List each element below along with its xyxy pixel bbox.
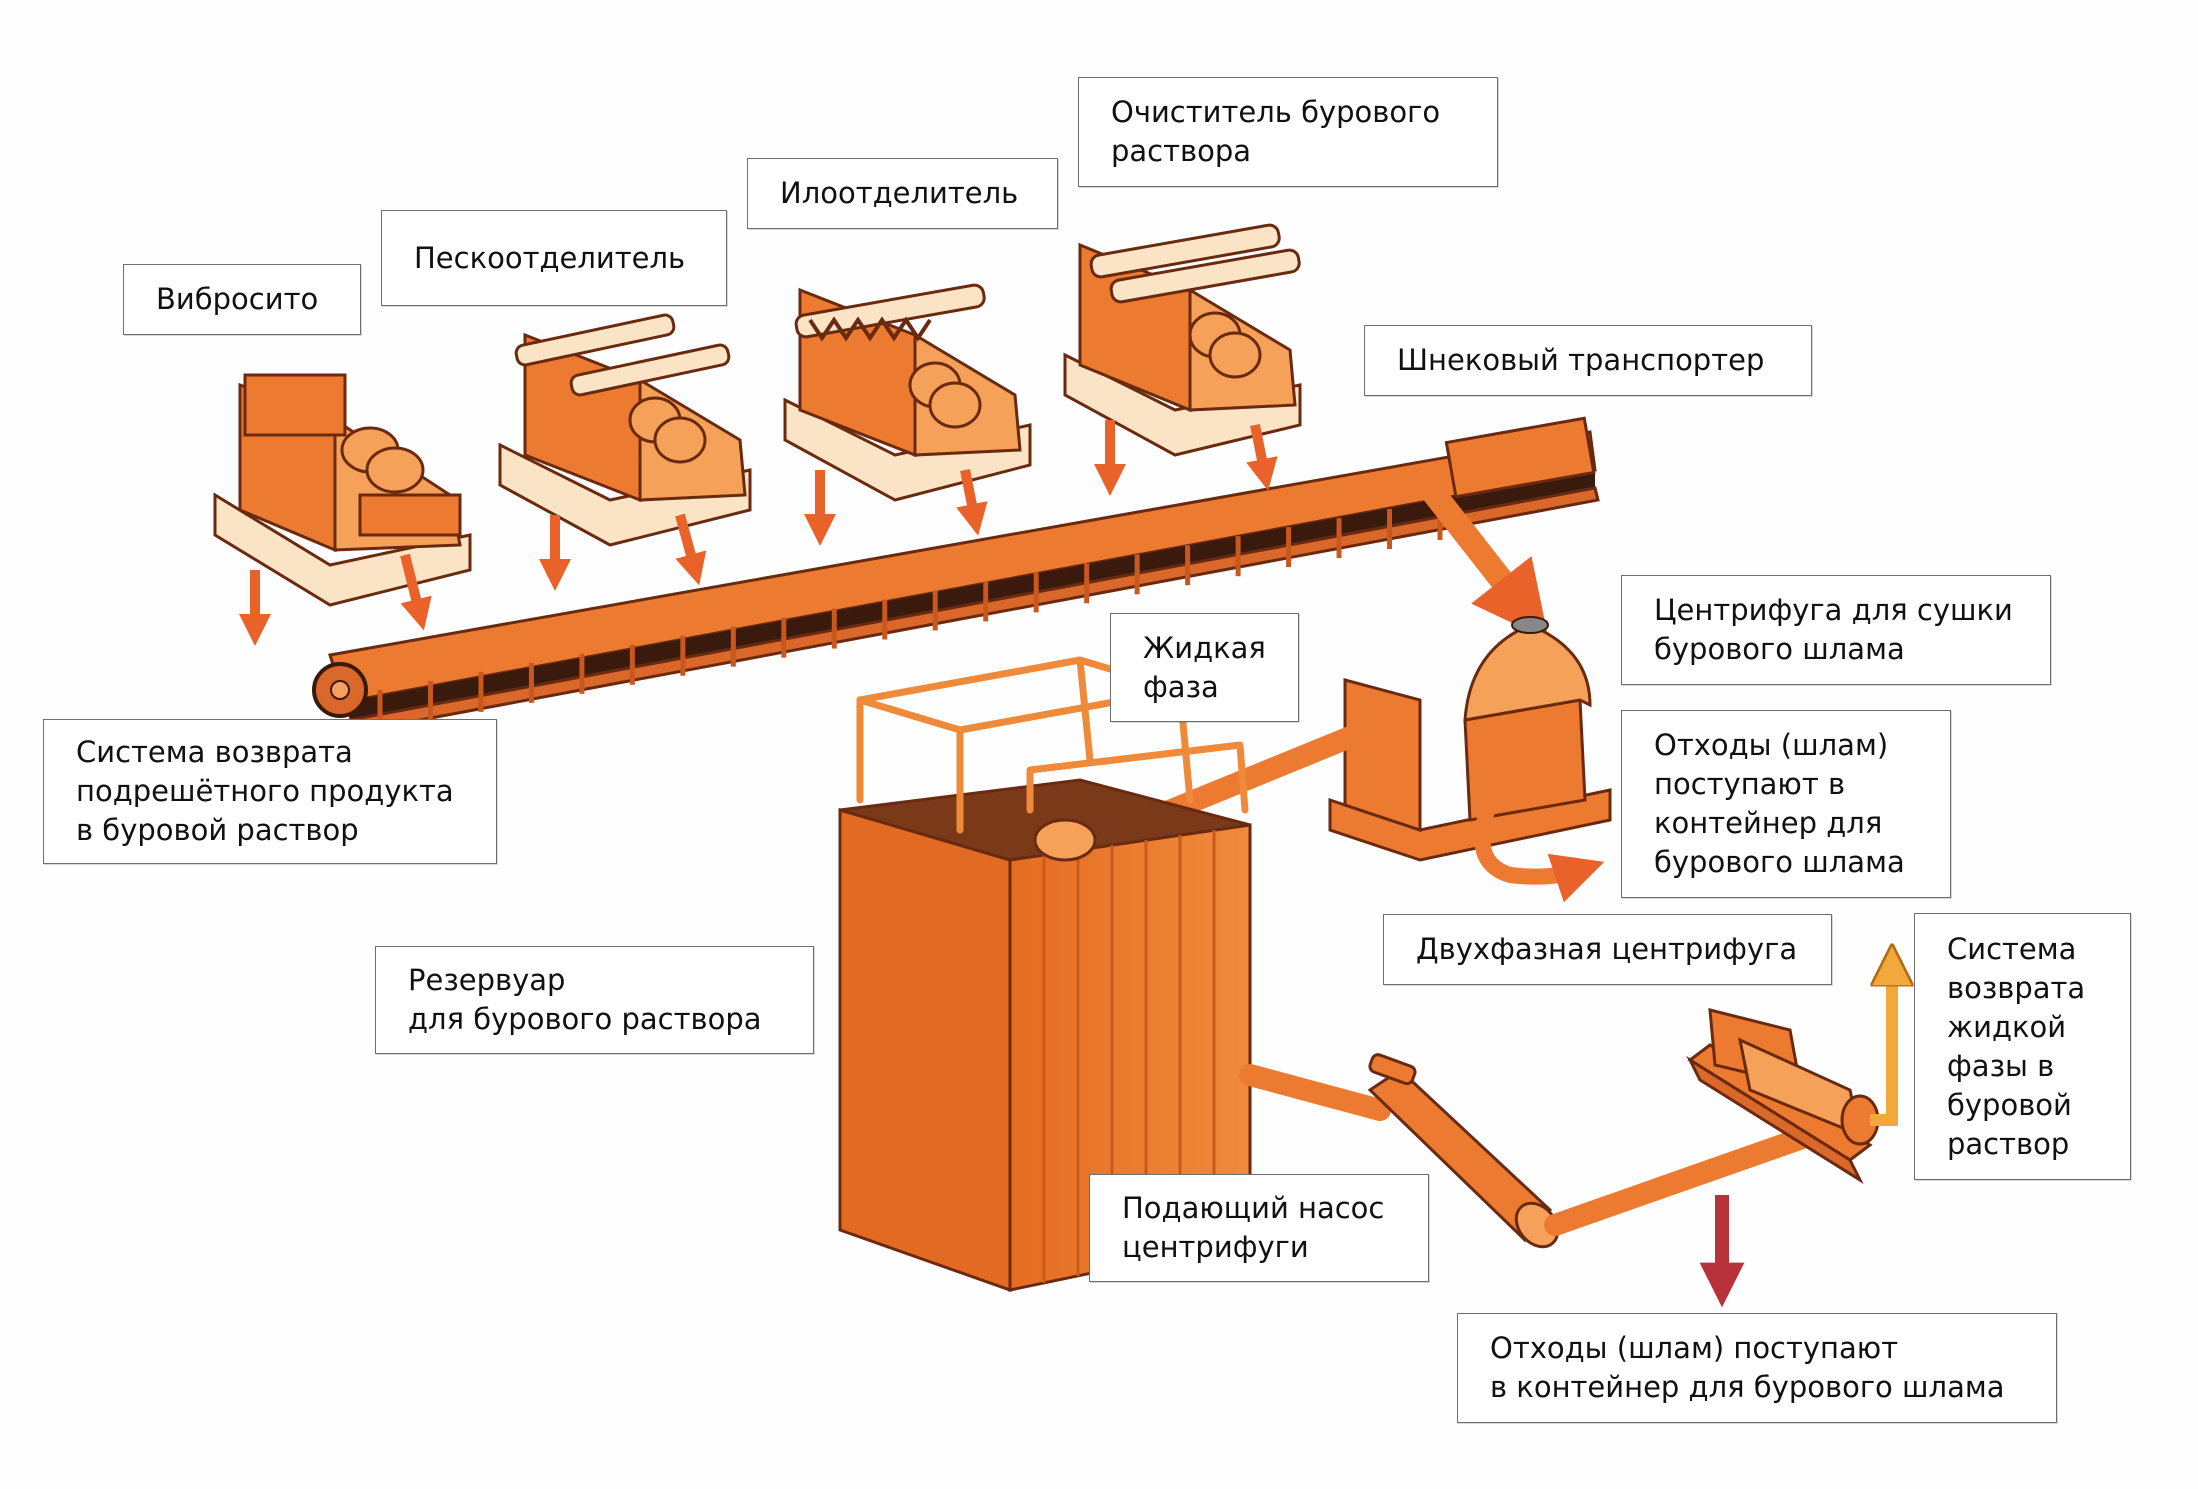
desander-graphic — [498, 313, 752, 547]
label-line: Жидкая — [1143, 630, 1266, 665]
label-line: возврата — [1947, 970, 2086, 1005]
label-line: Резервуар — [408, 963, 566, 997]
label-screw-conveyor: Шнековый транспортер — [1364, 325, 1812, 396]
label-line: Отходы (шлам) — [1654, 728, 1889, 762]
label-line: Шнековый транспортер — [1397, 343, 1765, 377]
label-underflow-return: Система возврата подрешётного продукта в б… — [43, 719, 497, 864]
label-line: поступают в — [1654, 767, 1846, 801]
label-line: Центрифуга для сушки — [1654, 593, 2013, 627]
arrow-cleaner-to-conveyor — [1246, 424, 1278, 491]
desilter-graphic — [783, 283, 1032, 502]
label-shale-shaker: Вибросито — [123, 264, 361, 335]
label-line: контейнер для — [1654, 806, 1883, 840]
label-cuttings-dryer: Центрифуга для сушки бурового шлама — [1621, 575, 2051, 685]
label-line: раствора — [1111, 134, 1252, 168]
shale-shaker-graphic — [213, 373, 472, 607]
label-line: в буровой раствор — [76, 813, 359, 847]
mud-cleaner-graphic — [1063, 223, 1302, 457]
label-line: буровой — [1947, 1087, 2072, 1122]
label-line: центрифуги — [1122, 1230, 1309, 1264]
label-line: Вибросито — [156, 282, 319, 316]
screw-conveyor-graphic — [312, 416, 1600, 734]
label-line: фазы в — [1947, 1048, 2055, 1083]
label-line: Система возврата — [76, 735, 353, 769]
separator-flow-arrows — [238, 420, 1278, 647]
feed-pump-graphic — [1239, 1053, 1836, 1249]
label-decanter: Двухфазная центрифуга — [1383, 914, 1832, 985]
arrow-desilter-to-conveyor — [956, 469, 988, 536]
arrow-liquid-return — [1870, 965, 1892, 1126]
label-dryer-waste: Отходы (шлам) поступают в контейнер для бур… — [1621, 710, 1951, 898]
decanter-graphic — [1686, 1008, 1880, 1185]
label-decanter-waste: Отходы (шлам) поступают в контейнер для б… — [1457, 1313, 2057, 1423]
label-line: бурового шлама — [1654, 632, 1905, 666]
label-desander: Пескоотделитель — [381, 210, 727, 306]
arrow-dryer-waste — [1474, 772, 1605, 903]
label-desilter: Илоотделитель — [747, 158, 1058, 229]
label-line: раствор — [1947, 1126, 2070, 1161]
label-line: Илоотделитель — [780, 176, 1019, 210]
cuttings-dryer-graphic — [1328, 616, 1612, 862]
label-line: бурового шлама — [1654, 845, 1905, 879]
label-line: Очиститель бурового — [1111, 95, 1441, 129]
arrow-desander-to-conveyor — [675, 513, 707, 586]
label-line: Подающий насос — [1122, 1191, 1385, 1225]
label-line: Отходы (шлам) поступают — [1490, 1331, 1899, 1365]
label-line: Двухфазная центрифуга — [1416, 932, 1798, 966]
label-line: жидкой — [1947, 1009, 2067, 1044]
arrow-conveyor-to-dryer — [1423, 483, 1549, 641]
label-line: подрешётного продукта — [76, 774, 454, 808]
label-line: фаза — [1143, 669, 1219, 704]
label-feed-pump: Подающий насос центрифуги — [1089, 1174, 1429, 1282]
label-line: в контейнер для бурового шлама — [1490, 1370, 2005, 1404]
label-line: для бурового раствора — [408, 1002, 762, 1036]
arrow-shaker-to-conveyor — [400, 553, 432, 631]
label-liquid-return: Система возврата жидкой фазы в буровой раство… — [1914, 913, 2131, 1180]
label-line: Пескоотделитель — [414, 240, 686, 275]
label-liquid-phase: Жидкая фаза — [1110, 613, 1299, 722]
label-mud-cleaner: Очиститель бурового раствора — [1078, 77, 1498, 187]
label-mud-tank: Резервуар для бурового раствора — [375, 946, 814, 1054]
label-line: Система — [1947, 931, 2077, 966]
